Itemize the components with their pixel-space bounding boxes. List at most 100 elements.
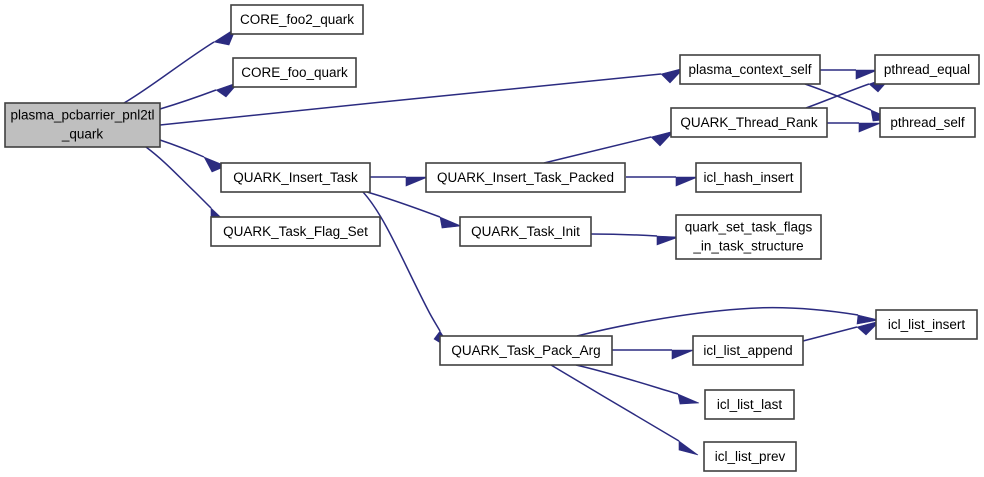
node-icl_hash_insert[interactable]: icl_hash_insert <box>695 162 802 193</box>
node-label: icl_list_last <box>717 397 783 412</box>
node-label-line1: plasma_pcbarrier_pnl2tl <box>10 108 154 123</box>
node-root[interactable]: plasma_pcbarrier_pnl2tl _quark <box>4 102 161 148</box>
edge-line <box>543 136 652 164</box>
edge-quark_task_pack_arg-to-icl_list_last <box>575 364 700 405</box>
node-icl_list_append[interactable]: icl_list_append <box>692 335 804 366</box>
node-rect[interactable] <box>459 216 592 247</box>
edge-line <box>366 191 441 218</box>
node-label: icl_list_append <box>703 343 792 358</box>
node-quark_thread_rank[interactable]: QUARK_Thread_Rank <box>670 107 828 138</box>
edge-quark_insert_task_packed-to-quark_thread_rank <box>543 130 675 164</box>
edge-line <box>590 233 658 237</box>
node-label: pthread_equal <box>884 62 970 77</box>
edge-line <box>550 364 680 442</box>
node-label-line1: quark_set_task_flags <box>685 220 813 235</box>
edge-plasma_context_self-to-pthread_equal <box>820 69 879 80</box>
node-label: CORE_foo2_quark <box>240 12 354 27</box>
node-label: QUARK_Task_Flag_Set <box>223 224 368 239</box>
node-label: QUARK_Thread_Rank <box>680 115 818 130</box>
node-pthread_equal[interactable]: pthread_equal <box>874 54 980 85</box>
edge-root-to-plasma_context_self <box>159 67 685 126</box>
edge-quark_task_pack_arg-to-icl_list_prev <box>550 364 699 456</box>
node-rect[interactable] <box>425 162 626 193</box>
edge-quark_task_pack_arg-to-icl_list_insert <box>576 306 880 337</box>
node-quark_task_flag_set[interactable]: QUARK_Task_Flag_Set <box>210 216 381 247</box>
node-label: icl_hash_insert <box>703 170 793 185</box>
node-rect[interactable] <box>232 57 357 88</box>
node-icl_list_last[interactable]: icl_list_last <box>704 389 795 420</box>
node-label: icl_list_prev <box>715 449 786 464</box>
edge-quark_thread_rank-to-pthread_self <box>827 122 882 133</box>
arrowhead-icon <box>675 176 699 187</box>
node-rect[interactable] <box>439 335 613 366</box>
node-core_foo_quark[interactable]: CORE_foo_quark <box>232 57 357 88</box>
node-icl_list_insert[interactable]: icl_list_insert <box>875 309 978 340</box>
edge-line <box>123 41 215 104</box>
arrowhead-icon <box>671 349 695 360</box>
node-label: QUARK_Task_Init <box>471 224 580 239</box>
node-quark_set_task_flags_in_task_structure[interactable]: quark_set_task_flags _in_task_structure <box>675 214 822 260</box>
node-label: QUARK_Task_Pack_Arg <box>451 343 600 358</box>
node-rect[interactable] <box>875 309 978 340</box>
edge-line <box>362 191 441 332</box>
node-label-line2: _quark <box>61 127 104 142</box>
node-quark_task_init[interactable]: QUARK_Task_Init <box>459 216 592 247</box>
edge-quark_task_init-to-quark_set_task_flags_in_task_structure <box>590 233 680 246</box>
arrowhead-icon <box>660 67 685 84</box>
arrowhead-icon <box>656 235 680 246</box>
node-rect[interactable] <box>704 389 795 420</box>
node-rect[interactable] <box>210 216 381 247</box>
node-rect[interactable] <box>695 162 802 193</box>
arrowhead-icon <box>677 393 700 405</box>
node-rect[interactable] <box>679 54 821 85</box>
edge-quark_insert_task-to-quark_task_init <box>366 191 463 229</box>
edge-line <box>159 73 662 126</box>
node-quark_insert_task_packed[interactable]: QUARK_Insert_Task_Packed <box>425 162 626 193</box>
node-rect[interactable] <box>4 102 161 148</box>
edge-line <box>159 89 217 110</box>
node-label: plasma_context_self <box>688 62 811 77</box>
node-rect[interactable] <box>703 441 797 472</box>
node-rect[interactable] <box>874 54 980 85</box>
node-label: icl_list_insert <box>888 317 966 332</box>
node-core_foo2_quark[interactable]: CORE_foo2_quark <box>230 4 364 35</box>
edge-quark_task_pack_arg-to-icl_list_append <box>612 349 695 360</box>
node-rect[interactable] <box>230 4 364 35</box>
arrowhead-icon <box>439 216 463 229</box>
edge-line <box>575 364 679 395</box>
edge-quark_insert_task_packed-to-icl_hash_insert <box>626 176 699 187</box>
node-rect[interactable] <box>692 335 804 366</box>
node-label: QUARK_Insert_Task <box>233 170 358 185</box>
node-rect[interactable] <box>220 162 371 193</box>
node-label-line2: _in_task_structure <box>692 239 803 254</box>
arrowhead-icon <box>858 122 882 133</box>
edge-quark_insert_task-to-quark_insert_task_packed <box>370 176 429 187</box>
node-label: QUARK_Insert_Task_Packed <box>437 170 614 185</box>
node-rect[interactable] <box>670 107 828 138</box>
arrowhead-icon <box>856 314 880 325</box>
edge-line <box>805 83 870 109</box>
nodes-layer: plasma_pcbarrier_pnl2tl _quark CORE_foo2_q… <box>4 4 980 472</box>
node-quark_task_pack_arg[interactable]: QUARK_Task_Pack_Arg <box>439 335 613 366</box>
node-label: pthread_self <box>890 115 965 130</box>
edge-line <box>159 139 205 158</box>
edge-root-to-core_foo_quark <box>159 81 240 110</box>
arrowhead-icon <box>405 176 429 187</box>
node-pthread_self[interactable]: pthread_self <box>879 107 976 138</box>
node-plasma_context_self[interactable]: plasma_context_self <box>679 54 821 85</box>
edge-root-to-quark_task_flag_set <box>145 146 229 225</box>
node-label: CORE_foo_quark <box>241 65 348 80</box>
arrowhead-icon <box>650 130 675 147</box>
node-quark_insert_task[interactable]: QUARK_Insert_Task <box>220 162 371 193</box>
edge-icl_list_append-to-icl_list_insert <box>802 320 881 342</box>
edge-line <box>145 146 212 209</box>
node-icl_list_prev[interactable]: icl_list_prev <box>703 441 797 472</box>
node-rect[interactable] <box>879 107 976 138</box>
node-rect[interactable] <box>675 214 822 260</box>
arrowhead-icon <box>855 69 879 80</box>
arrowhead-icon <box>856 320 881 336</box>
edge-line <box>576 306 859 337</box>
arrowhead-icon <box>678 440 699 456</box>
